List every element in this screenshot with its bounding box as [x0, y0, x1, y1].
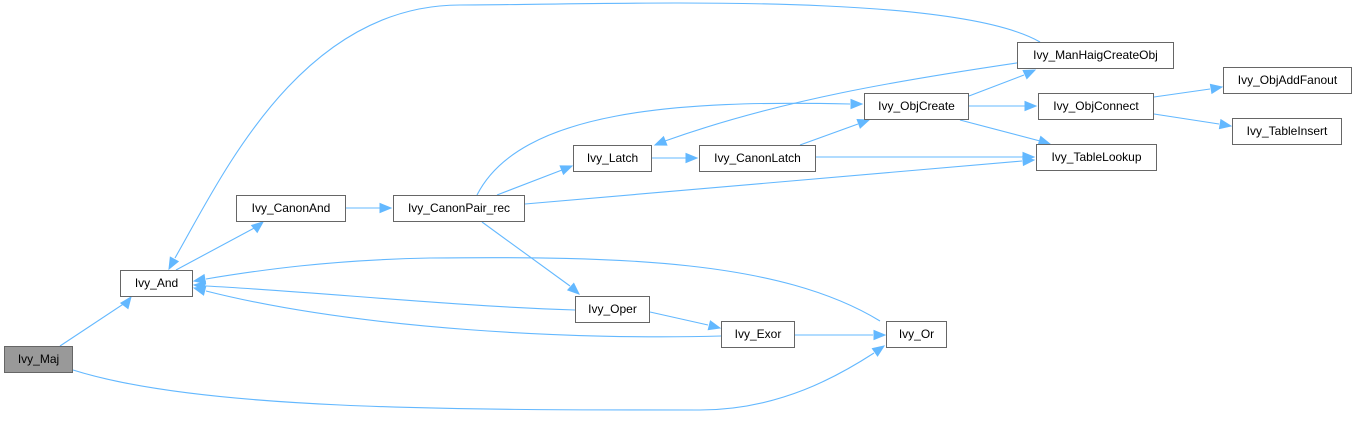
edge-exor-to-or [795, 329, 887, 341]
arrowhead-icon [1024, 100, 1038, 112]
arrowhead-icon [250, 221, 265, 234]
edge-line [799, 123, 859, 146]
edge-line [1153, 113, 1220, 125]
arrowhead-icon [192, 285, 207, 296]
edge-objconnect-to-addfanout [1153, 83, 1224, 98]
edge-latch-to-canonlatch [652, 152, 699, 164]
node-ivy-canonpair-rec[interactable]: Ivy_CanonPair_rec [393, 195, 525, 222]
edge-oper-to-and [192, 280, 576, 311]
arrowhead-icon [685, 152, 699, 164]
edge-exor-to-and [192, 285, 722, 338]
edge-oper-to-exor [649, 311, 722, 331]
arrowhead-icon [850, 98, 864, 110]
arrowhead-icon [119, 295, 132, 310]
node-ivy-tablelookup[interactable]: Ivy_TableLookup [1036, 144, 1157, 171]
arrowhead-icon [379, 202, 393, 214]
node-ivy-manhaigcreateobj[interactable]: Ivy_ManHaigCreateObj [1017, 42, 1174, 69]
arrowhead-icon [871, 345, 886, 357]
edge-line [59, 300, 129, 347]
edge-line [649, 311, 709, 326]
arrowhead-icon [873, 329, 887, 341]
node-ivy-tableinsert[interactable]: Ivy_TableInsert [1232, 118, 1342, 145]
edge-line [72, 352, 875, 411]
edge-canonpair-to-latch [496, 165, 574, 196]
edge-maj-to-and [59, 295, 132, 347]
edge-canonand-to-canonpair [346, 202, 393, 214]
edge-objcreate-to-objconnect [969, 100, 1038, 112]
edge-line [959, 119, 1041, 142]
arrowhead-icon [1209, 83, 1224, 95]
edge-line [664, 60, 1031, 142]
edge-line [524, 160, 1023, 205]
edge-line [175, 225, 259, 271]
arrowhead-icon [559, 165, 574, 176]
edge-line [205, 257, 881, 322]
edge-canonlatch-to-objcreate [799, 119, 871, 146]
arrowhead-icon [566, 282, 580, 295]
edge-canonpair-to-oper [481, 221, 580, 295]
arrowhead-icon [192, 273, 207, 285]
node-ivy-and[interactable]: Ivy_And [120, 270, 193, 297]
node-ivy-canonand[interactable]: Ivy_CanonAnd [236, 195, 346, 222]
edge-manhaig-to-latch [653, 60, 1031, 146]
edge-line [968, 74, 1025, 97]
arrowhead-icon [1022, 151, 1036, 163]
edge-line [205, 290, 722, 338]
arrowhead-icon [653, 135, 668, 146]
node-ivy-objcreate[interactable]: Ivy_ObjCreate [864, 93, 969, 120]
node-ivy-or[interactable]: Ivy_Or [886, 321, 947, 348]
edge-line [476, 102, 851, 196]
edge-maj-to-or [72, 345, 886, 411]
edge-line [1153, 88, 1211, 98]
edge-manhaig-to-and [168, 2, 1041, 271]
edge-or-to-and [192, 257, 881, 322]
edge-line [496, 169, 563, 196]
arrowhead-icon [1218, 118, 1233, 130]
node-ivy-oper[interactable]: Ivy_Oper [575, 296, 650, 323]
edge-canonpair-to-objcreate [476, 98, 864, 196]
node-ivy-exor[interactable]: Ivy_Exor [721, 321, 795, 348]
arrowhead-icon [1022, 69, 1037, 80]
edge-line [174, 2, 1041, 259]
edge-line [205, 285, 576, 311]
edge-line [481, 221, 571, 287]
node-ivy-objconnect[interactable]: Ivy_ObjConnect [1038, 93, 1154, 120]
arrowhead-icon [856, 119, 871, 129]
edge-objcreate-to-manhaig [968, 69, 1037, 97]
edge-objcreate-to-tablelookup [959, 119, 1052, 146]
arrowhead-icon [168, 256, 180, 271]
node-ivy-latch[interactable]: Ivy_Latch [573, 145, 652, 172]
edge-and-to-canonand [175, 221, 265, 271]
node-ivy-objaddfanout[interactable]: Ivy_ObjAddFanout [1223, 67, 1352, 94]
node-ivy-maj[interactable]: Ivy_Maj [4, 346, 73, 373]
node-ivy-canonlatch[interactable]: Ivy_CanonLatch [699, 145, 816, 172]
edge-canonlatch-to-tablelookup [816, 151, 1036, 163]
arrowhead-icon [707, 320, 722, 331]
edge-objconnect-to-tableinsert [1153, 113, 1233, 130]
